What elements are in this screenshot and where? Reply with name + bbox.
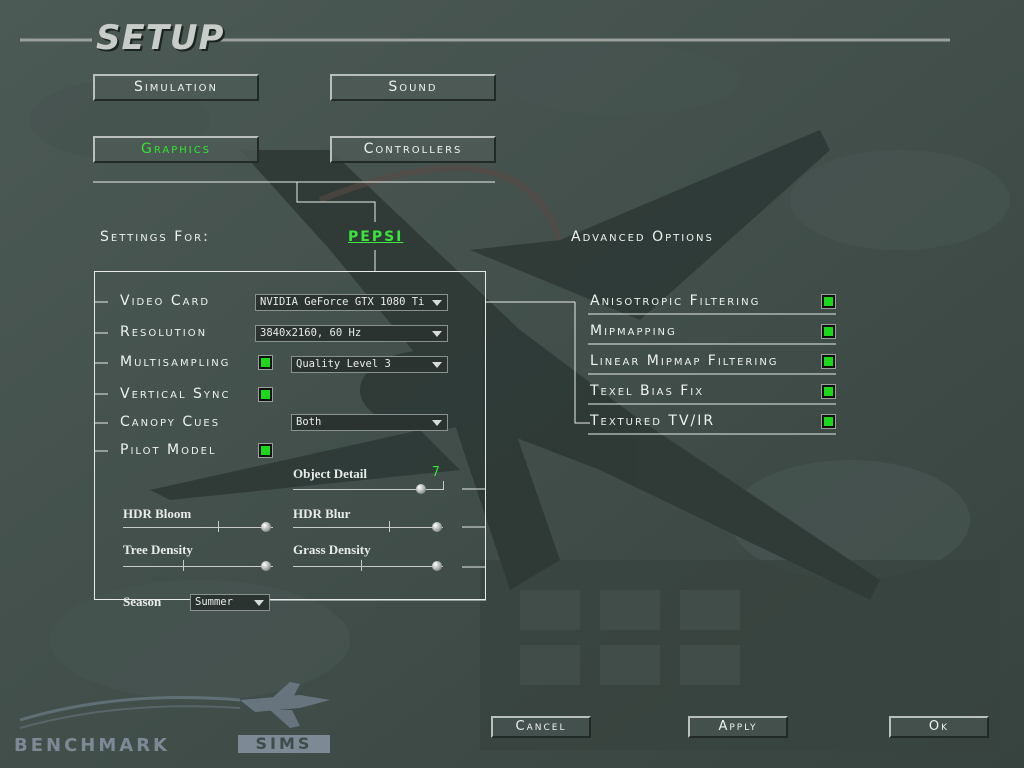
checkbox-checked-indicator	[261, 358, 270, 367]
checkbox-checked-indicator	[261, 446, 270, 455]
linear-mipmap-filtering-checkbox[interactable]	[821, 354, 836, 369]
chevron-down-icon	[432, 362, 442, 368]
multisampling-checkbox[interactable]	[258, 355, 273, 370]
ok-button[interactable]: Ok	[889, 716, 989, 738]
season-dropdown[interactable]: Summer	[190, 594, 270, 611]
chevron-down-icon	[432, 331, 442, 337]
page-title: SETUP	[96, 18, 225, 58]
vertical-sync-label: Vertical Sync	[120, 386, 231, 402]
checkbox-checked-indicator	[824, 387, 833, 396]
tab-sound[interactable]: Sound	[330, 74, 496, 101]
hdr-blur-tick	[389, 521, 390, 532]
anisotropic-filtering-checkbox[interactable]	[821, 294, 836, 309]
pilot-model-label: Pilot Model	[120, 442, 217, 458]
hdr-bloom-track	[123, 527, 273, 528]
canopy-cues-dropdown[interactable]: Both	[291, 414, 448, 431]
mipmapping-label: Mipmapping	[590, 323, 677, 339]
checkbox-checked-indicator	[824, 417, 833, 426]
profile-name-link[interactable]: PEPSI	[348, 229, 404, 245]
season-label: Season	[123, 594, 162, 609]
chevron-down-icon	[432, 300, 442, 306]
mipmapping-checkbox[interactable]	[821, 324, 836, 339]
hdr-blur-slider-knob[interactable]	[432, 522, 442, 532]
anisotropic-filtering-label: Anisotropic Filtering	[590, 293, 761, 309]
apply-button[interactable]: Apply	[688, 716, 788, 738]
advanced-options-heading: Advanced Options	[571, 229, 714, 245]
tree-density-tick	[183, 560, 184, 571]
logo-sims-text: SIMS	[238, 735, 330, 753]
object-detail-label: Object Detail	[293, 466, 368, 481]
object-detail-track	[293, 489, 443, 490]
chevron-down-icon	[432, 420, 442, 426]
texel-bias-fix-checkbox[interactable]	[821, 384, 836, 399]
hdr-bloom-tick	[218, 521, 219, 532]
texel-bias-fix-label: Texel Bias Fix	[590, 383, 705, 399]
grass-density-tick	[361, 560, 362, 571]
hdr-bloom-label: HDR Bloom	[123, 506, 192, 521]
canopy-cues-value: Both	[296, 416, 322, 428]
multisampling-value: Quality Level 3	[296, 358, 391, 370]
tab-controllers[interactable]: Controllers	[330, 136, 496, 163]
resolution-value: 3840x2160, 60 Hz	[260, 327, 362, 339]
pilot-model-checkbox[interactable]	[258, 443, 273, 458]
video-card-value: NVIDIA GeForce GTX 1080 Ti	[260, 296, 425, 308]
hdr-bloom-slider-knob[interactable]	[261, 522, 271, 532]
linear-mipmap-filtering-label: Linear Mipmap Filtering	[590, 353, 779, 369]
tab-simulation[interactable]: Simulation	[93, 74, 259, 101]
hdr-blur-track	[293, 527, 443, 528]
grass-density-track	[293, 566, 443, 567]
grass-density-slider-knob[interactable]	[432, 561, 442, 571]
multisampling-dropdown[interactable]: Quality Level 3	[291, 356, 448, 373]
object-detail-tick	[443, 481, 444, 490]
settings-for-label: Settings For:	[100, 229, 210, 245]
resolution-label: Resolution	[120, 324, 208, 340]
season-value: Summer	[195, 596, 233, 608]
chevron-down-icon	[254, 600, 264, 606]
grass-density-label: Grass Density	[293, 542, 371, 557]
tree-density-slider-knob[interactable]	[261, 561, 271, 571]
canopy-cues-label: Canopy Cues	[120, 414, 221, 430]
object-detail-value: 7	[432, 465, 440, 480]
tab-graphics[interactable]: Graphics	[93, 136, 259, 163]
textured-tv-ir-checkbox[interactable]	[821, 414, 836, 429]
textured-tv-ir-label: Textured TV/IR	[590, 413, 716, 429]
checkbox-checked-indicator	[824, 297, 833, 306]
tree-density-label: Tree Density	[123, 542, 193, 557]
object-detail-slider-knob[interactable]	[416, 484, 426, 494]
checkbox-checked-indicator	[824, 327, 833, 336]
video-card-dropdown[interactable]: NVIDIA GeForce GTX 1080 Ti	[255, 294, 448, 311]
resolution-dropdown[interactable]: 3840x2160, 60 Hz	[255, 325, 448, 342]
cancel-button[interactable]: Cancel	[491, 716, 591, 738]
tree-density-track	[123, 566, 273, 567]
vertical-sync-checkbox[interactable]	[258, 387, 273, 402]
checkbox-checked-indicator	[824, 357, 833, 366]
checkbox-checked-indicator	[261, 390, 270, 399]
logo-benchmark-text: BENCHMARK	[14, 735, 171, 756]
video-card-label: Video Card	[120, 293, 211, 309]
multisampling-label: Multisampling	[120, 354, 231, 370]
hdr-blur-label: HDR Blur	[293, 506, 351, 521]
